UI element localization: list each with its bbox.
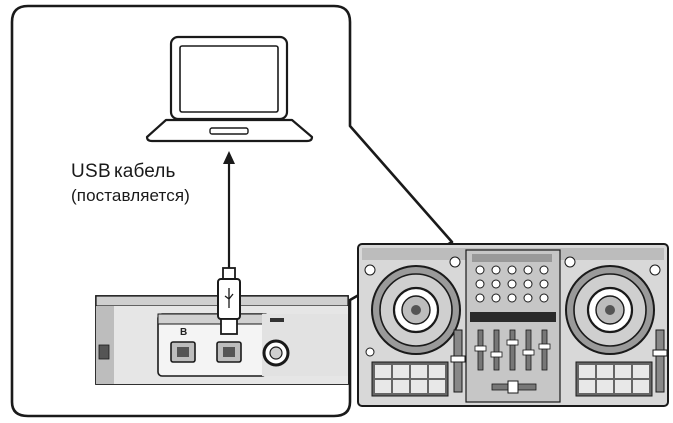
laptop-icon	[145, 35, 314, 143]
usb-cable-icon	[223, 151, 235, 270]
usb-plug-icon	[217, 267, 241, 335]
right-deck	[564, 256, 668, 397]
left-deck	[364, 256, 466, 397]
port-label-b: B	[180, 327, 188, 338]
cable-label-supplied: (поставляется)	[71, 186, 190, 205]
dj-controller-icon	[357, 243, 669, 407]
usb-b-port-icon	[170, 341, 242, 363]
mixer-section	[465, 249, 561, 403]
cable-label-usb: USB	[71, 161, 111, 182]
cable-label-word: кабель	[113, 161, 176, 182]
